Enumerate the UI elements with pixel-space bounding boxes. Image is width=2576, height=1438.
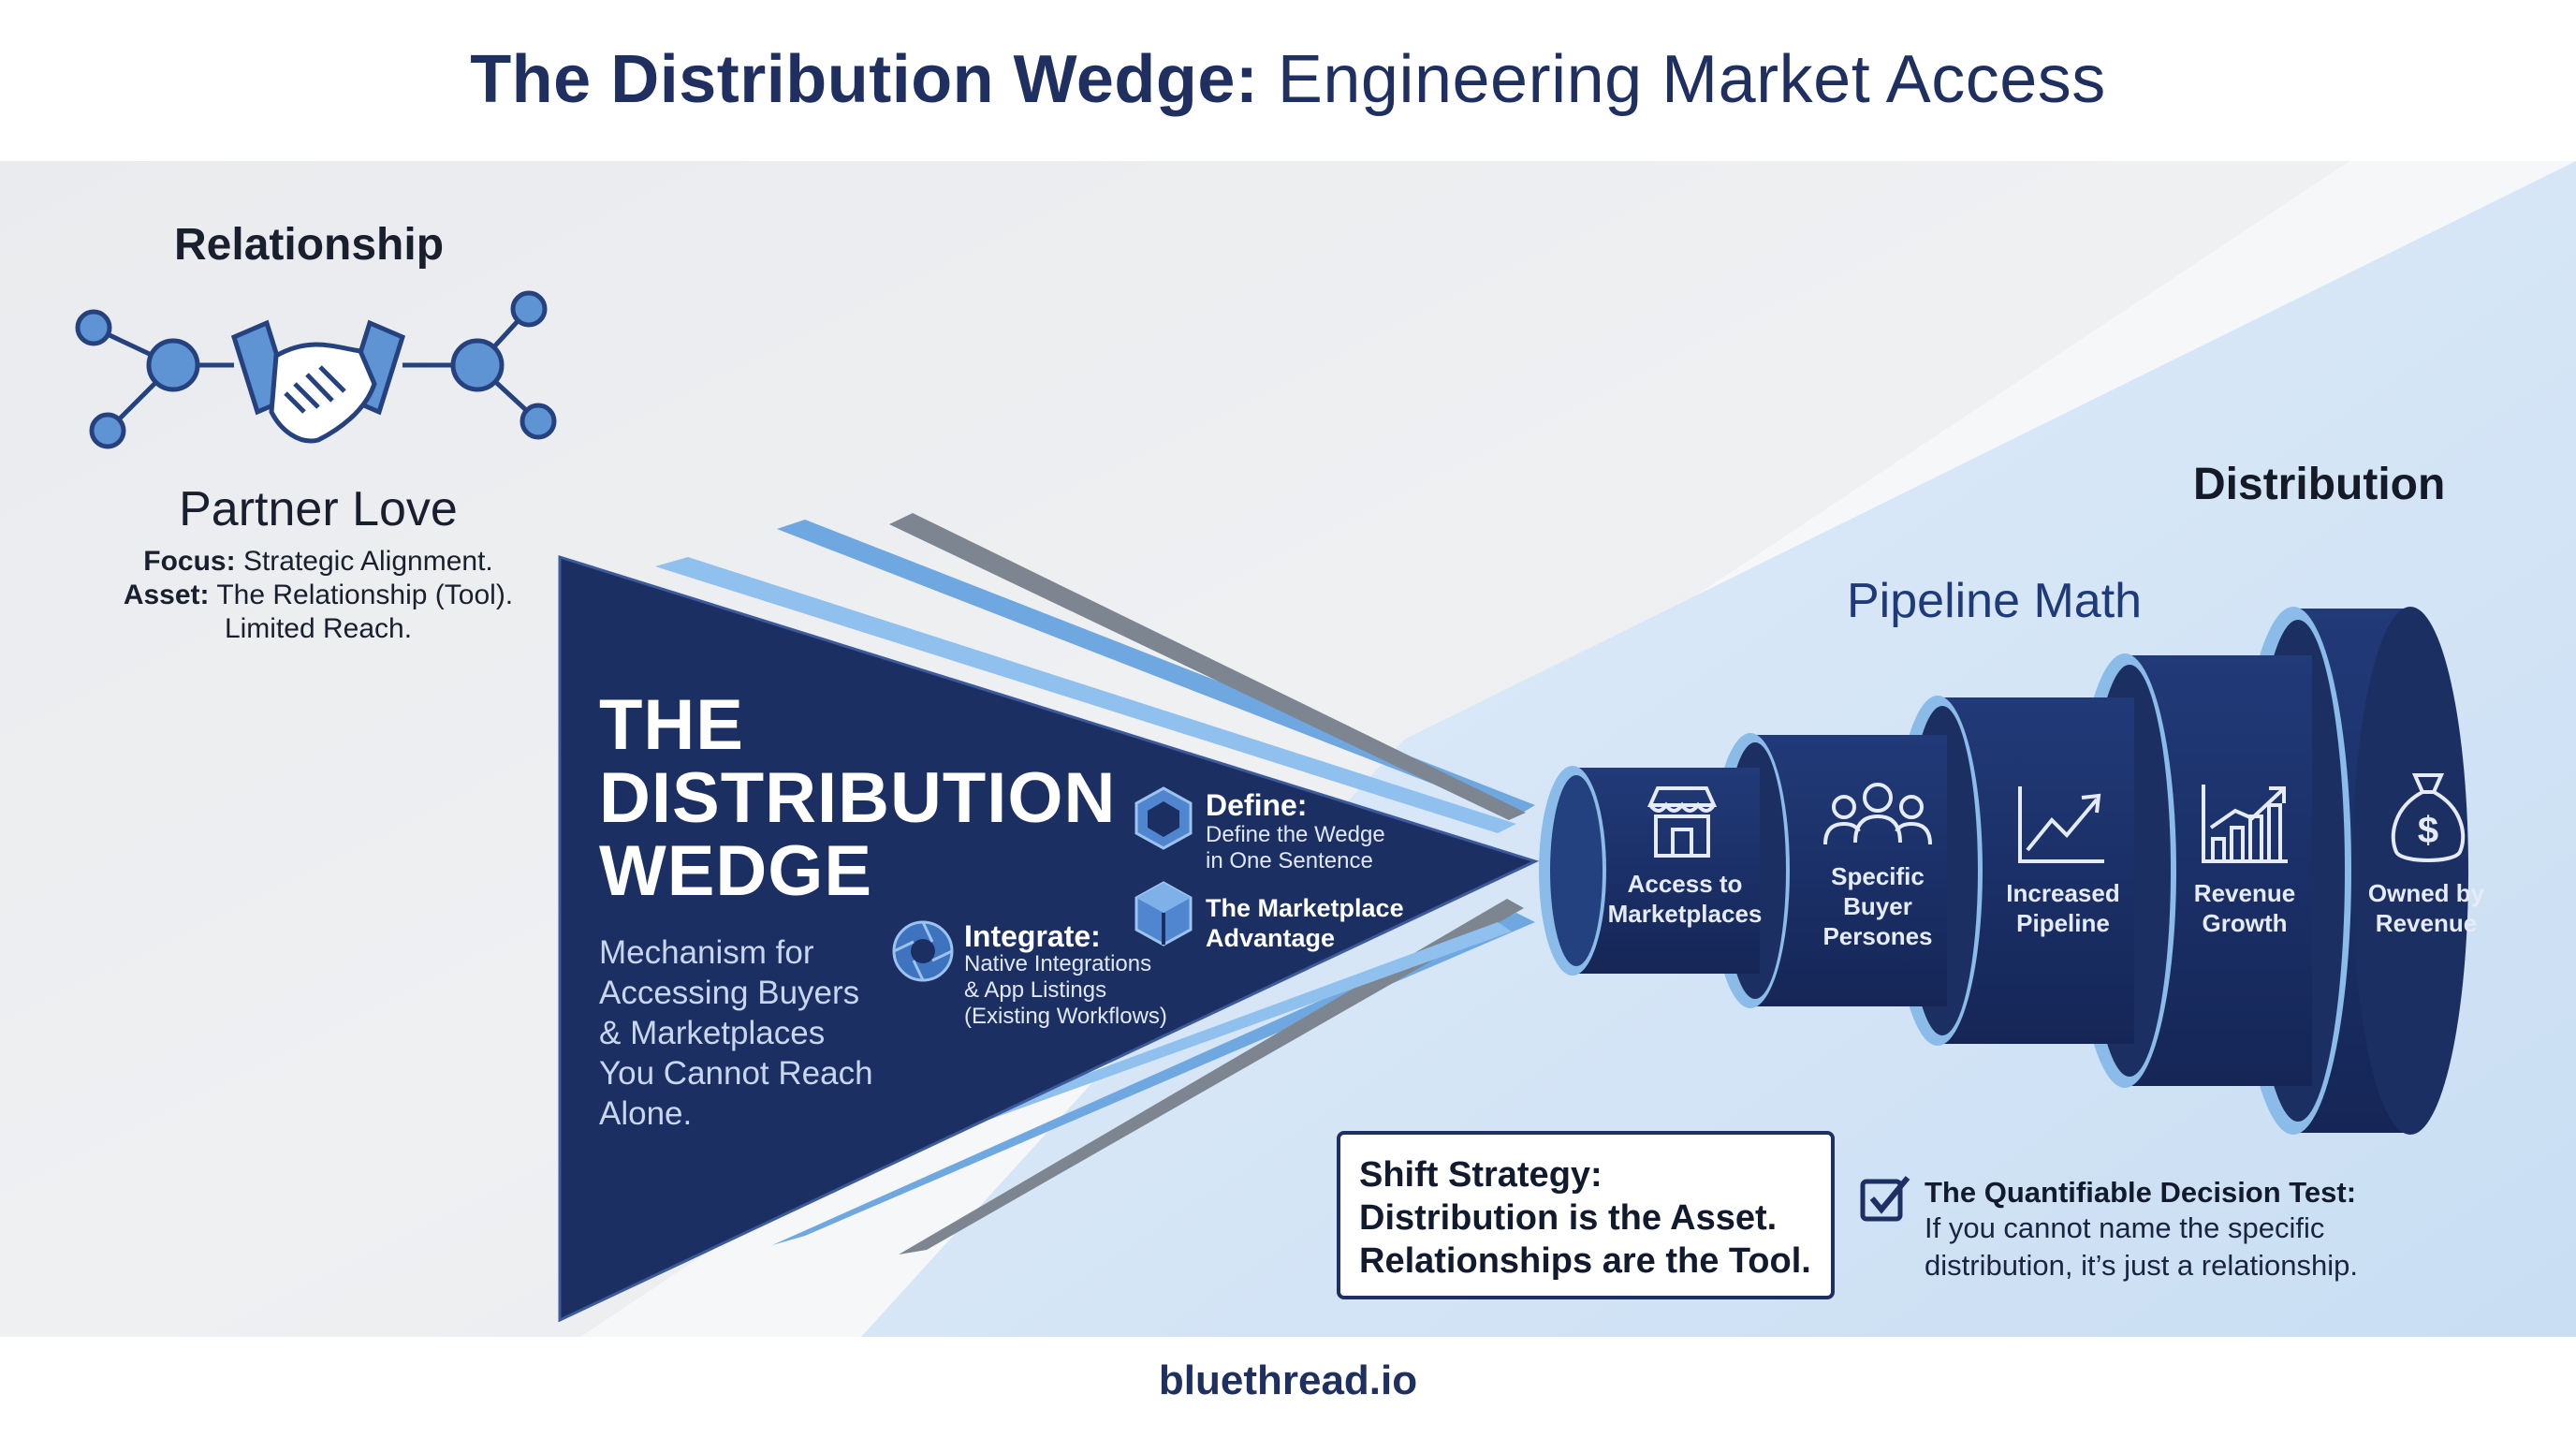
integrate-aperture-icon: [892, 920, 954, 982]
focus-label: Focus:: [143, 546, 236, 577]
bar-growth-icon: [2202, 785, 2288, 863]
wedge-desc-line: Mechanism for: [599, 934, 814, 971]
asset-line: Asset: The Relationship (Tool).: [94, 580, 543, 611]
stage-label-line: Specific: [1831, 862, 1925, 890]
wedge-title-line: THE: [599, 685, 744, 765]
stage-label-pipeline: Increased Pipeline: [1969, 878, 2157, 938]
shift-line: Shift Strategy:: [1359, 1155, 1603, 1195]
define-line: in One Sentence: [1206, 848, 1373, 873]
define-heading: Define:: [1206, 788, 1308, 822]
marketplace-line: The Marketplace: [1206, 894, 1404, 922]
decision-test-line: If you cannot name the specific: [1925, 1211, 2325, 1244]
define-cube-icon: [1134, 786, 1193, 850]
stage-label-buyers: Specific Buyer Persones: [1784, 861, 1971, 951]
stage-label-line: Marketplaces: [1607, 900, 1763, 928]
storefront-icon: [1647, 786, 1718, 858]
marketplace-cube-icon: [1134, 881, 1193, 946]
define-line: Define the Wedge: [1206, 822, 1385, 847]
wedge-title: THE DISTRIBUTION WEDGE: [599, 689, 1123, 908]
stage-label-access: Access to Marketplaces: [1591, 869, 1778, 929]
decision-test-heading: The Quantifiable Decision Test:: [1925, 1176, 2357, 1209]
shift-line: Relationships are the Tool.: [1359, 1241, 1811, 1281]
streak-top-2: [655, 557, 1516, 833]
shift-line: Distribution is the Asset.: [1359, 1198, 1778, 1238]
wedge-title-line: WEDGE: [599, 831, 873, 911]
trend-line-icon: [2018, 786, 2104, 863]
marketplace-advantage-text: The Marketplace Advantage: [1206, 893, 1404, 953]
integrate-subtext: Native Integrations & App Listings (Exis…: [964, 951, 1167, 1030]
marketplace-line: Advantage: [1206, 924, 1336, 952]
integrate-line: Native Integrations: [964, 951, 1152, 976]
stage-label-revenue: Revenue Growth: [2151, 878, 2338, 938]
stage-label-owned: Owned by Revenue: [2333, 878, 2520, 938]
integrate-heading: Integrate:: [964, 919, 1101, 953]
handshake-network-icon: [75, 290, 557, 449]
asset-value: The Relationship (Tool).: [216, 580, 514, 610]
stage-label-line: Owned by: [2367, 879, 2485, 907]
decision-test-line: distribution, it’s just a relationship.: [1925, 1249, 2358, 1282]
stage-label-line: Buyer: [1843, 892, 1912, 920]
footer-brand: bluethread.io: [1158, 1357, 1418, 1403]
wedge-desc-line: Alone.: [599, 1095, 693, 1132]
wedge-description: Mechanism for Accessing Buyers & Marketp…: [599, 932, 917, 1134]
wedge-title-line: DISTRIBUTION: [599, 758, 1117, 838]
streak-bottom-2: [899, 899, 1524, 1255]
streak-top-1: [777, 520, 1535, 816]
stage-label-line: Growth: [2202, 909, 2288, 937]
distribution-heading: Distribution: [2193, 460, 2446, 509]
wedge-desc-line: & Marketplaces: [599, 1015, 826, 1051]
asset-label: Asset:: [123, 580, 210, 610]
wedge-desc-line: Accessing Buyers: [599, 975, 860, 1011]
define-subtext: Define the Wedge in One Sentence: [1206, 822, 1385, 874]
pipeline-math-title: Pipeline Math: [1847, 574, 2143, 628]
page-title: The Distribution Wedge: Engineering Mark…: [0, 41, 2576, 118]
checkbox-check-icon: [1860, 1176, 1910, 1222]
stage-label-line: Increased: [2006, 879, 2120, 907]
svg-text:$: $: [2418, 810, 2438, 851]
stage-label-line: Pipeline: [2016, 909, 2110, 937]
money-bag-icon: $: [2391, 773, 2466, 862]
title-light: Engineering Market Access: [1277, 42, 2106, 117]
stage-label-line: Access to: [1627, 870, 1743, 898]
stage-label-line: Persones: [1822, 922, 1933, 950]
partner-love-title: Partner Love: [179, 482, 458, 536]
people-group-icon: [1823, 783, 1932, 845]
title-bold: The Distribution Wedge:: [470, 42, 1259, 117]
decision-test-body: If you cannot name the specific distribu…: [1925, 1210, 2358, 1284]
streak-top-3: [889, 513, 1526, 820]
relationship-heading: Relationship: [174, 220, 445, 270]
wedge-desc-line: You Cannot Reach: [599, 1055, 873, 1092]
limited-reach-text: Limited Reach.: [224, 613, 413, 644]
integrate-line: (Existing Workflows): [964, 1004, 1167, 1029]
focus-value: Strategic Alignment.: [242, 546, 493, 577]
stage-label-line: Revenue: [2375, 909, 2478, 937]
focus-line: Focus: Strategic Alignment.: [94, 546, 543, 578]
integrate-line: & App Listings: [964, 977, 1107, 1003]
shift-strategy-box: Shift Strategy: Distribution is the Asse…: [1337, 1131, 1835, 1299]
stage-label-line: Revenue: [2193, 879, 2296, 907]
